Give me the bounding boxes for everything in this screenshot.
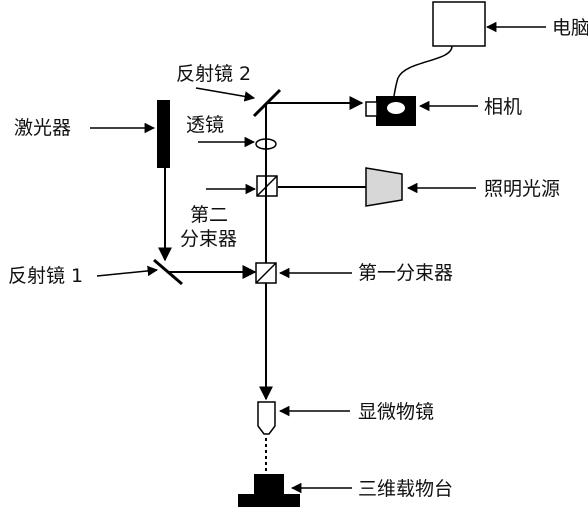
camera-label: 相机 [484,96,522,118]
mirror-1-label: 反射镜 1 [8,265,83,287]
splitter-2-label-line2: 分束器 [180,228,237,250]
computer-label: 电脑 [552,17,588,39]
laser-label: 激光器 [14,117,71,139]
mirror-1-pointer [96,265,159,277]
laser-body [157,100,170,168]
microscope-objective [257,401,276,435]
camera-window [387,102,405,114]
illumination-label: 照明光源 [484,178,560,200]
mirror-2-pointer [195,87,256,102]
stage-top [254,474,284,494]
illumination-source [365,167,403,207]
mirror-2-label: 反射镜 2 [176,63,251,85]
beam-splitter-1-diagonal [255,262,277,284]
lens-label: 透镜 [186,114,224,136]
splitter-1-label: 第一分束器 [358,262,453,284]
stage-base [238,494,300,507]
stage-label: 三维载物台 [358,478,453,500]
computer-box [432,1,486,47]
objective-label: 显微物镜 [358,401,434,423]
camera-lens-port [365,101,378,117]
splitter-2-label-line1: 第二 [190,204,228,226]
camera-cable [393,45,453,97]
